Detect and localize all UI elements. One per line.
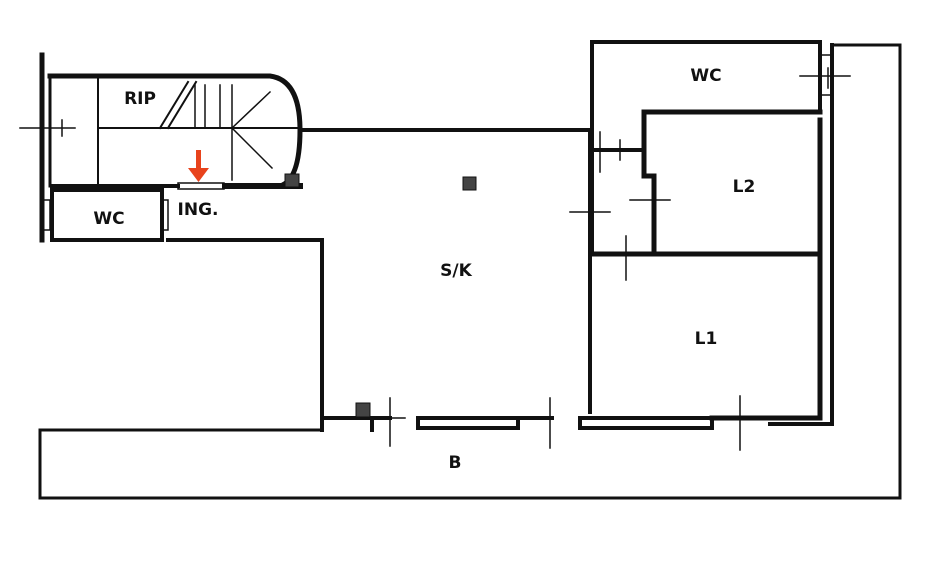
room-label-l1: L1 <box>695 329 718 349</box>
room-label-l2: L2 <box>733 177 756 197</box>
room-label-balcony: B <box>449 453 462 473</box>
wc-left-outline <box>50 188 164 242</box>
entrance-arrow-icon <box>188 150 209 182</box>
balcony-outline <box>38 43 902 500</box>
room-label-living-kitchen: S/K <box>440 261 472 281</box>
room-label-wc-right: WC <box>690 66 721 86</box>
room-label-ingresso: ING. <box>178 200 219 220</box>
room-label-rip: RIP <box>124 89 156 109</box>
living-kitchen-outline <box>166 238 324 420</box>
room-label-wc-left: WC <box>93 209 124 229</box>
stair-block-outline <box>47 73 303 189</box>
l1-outline <box>709 117 823 421</box>
